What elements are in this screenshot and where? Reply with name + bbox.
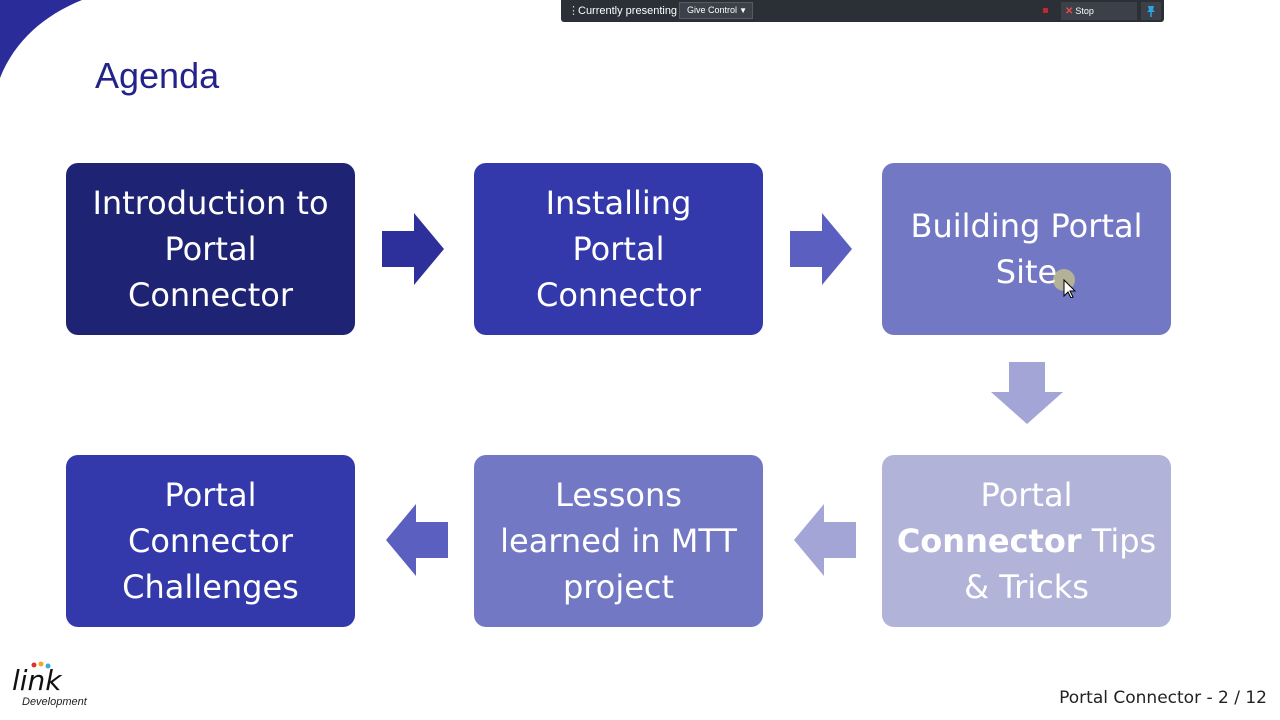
pin-icon: [1147, 6, 1155, 17]
link-development-logo: link: [12, 661, 63, 697]
corner-swoosh: [0, 0, 82, 78]
arrow-right-icon: [790, 213, 852, 285]
slide-title: Agenda: [95, 55, 220, 96]
arrow-right-icon: [382, 213, 444, 285]
recording-icon: [1043, 8, 1048, 13]
arrow-left-icon: [386, 504, 448, 576]
arrow-left-icon: [794, 504, 856, 576]
presenter-toolbar: ⋮ Currently presenting Give Control ▼ ✕S…: [561, 0, 1164, 35]
mouse-cursor-icon: [1053, 269, 1077, 298]
give-control-label: Give Control: [687, 5, 738, 15]
chevron-down-icon: ▼: [739, 6, 747, 15]
presenting-status: Currently presenting: [578, 5, 678, 17]
logo-subtitle: Development: [22, 696, 87, 708]
stop-presenting-button[interactable]: ✕Stop Presenting: [1061, 2, 1137, 35]
agenda-step-tips-tricks: Portal Connector Tips & Tricks: [882, 455, 1171, 627]
close-icon: ✕: [1065, 6, 1074, 17]
slide-footer: Portal Connector - 2 / 12: [1059, 688, 1267, 708]
give-control-dropdown[interactable]: Give Control ▼: [679, 2, 753, 19]
stop-presenting-label: Stop Presenting: [1065, 6, 1109, 35]
arrow-down-icon: [991, 362, 1063, 424]
logo-wordmark: link: [12, 664, 63, 697]
drag-handle-icon[interactable]: ⋮: [568, 5, 579, 17]
pin-toolbar-button[interactable]: [1141, 2, 1161, 20]
